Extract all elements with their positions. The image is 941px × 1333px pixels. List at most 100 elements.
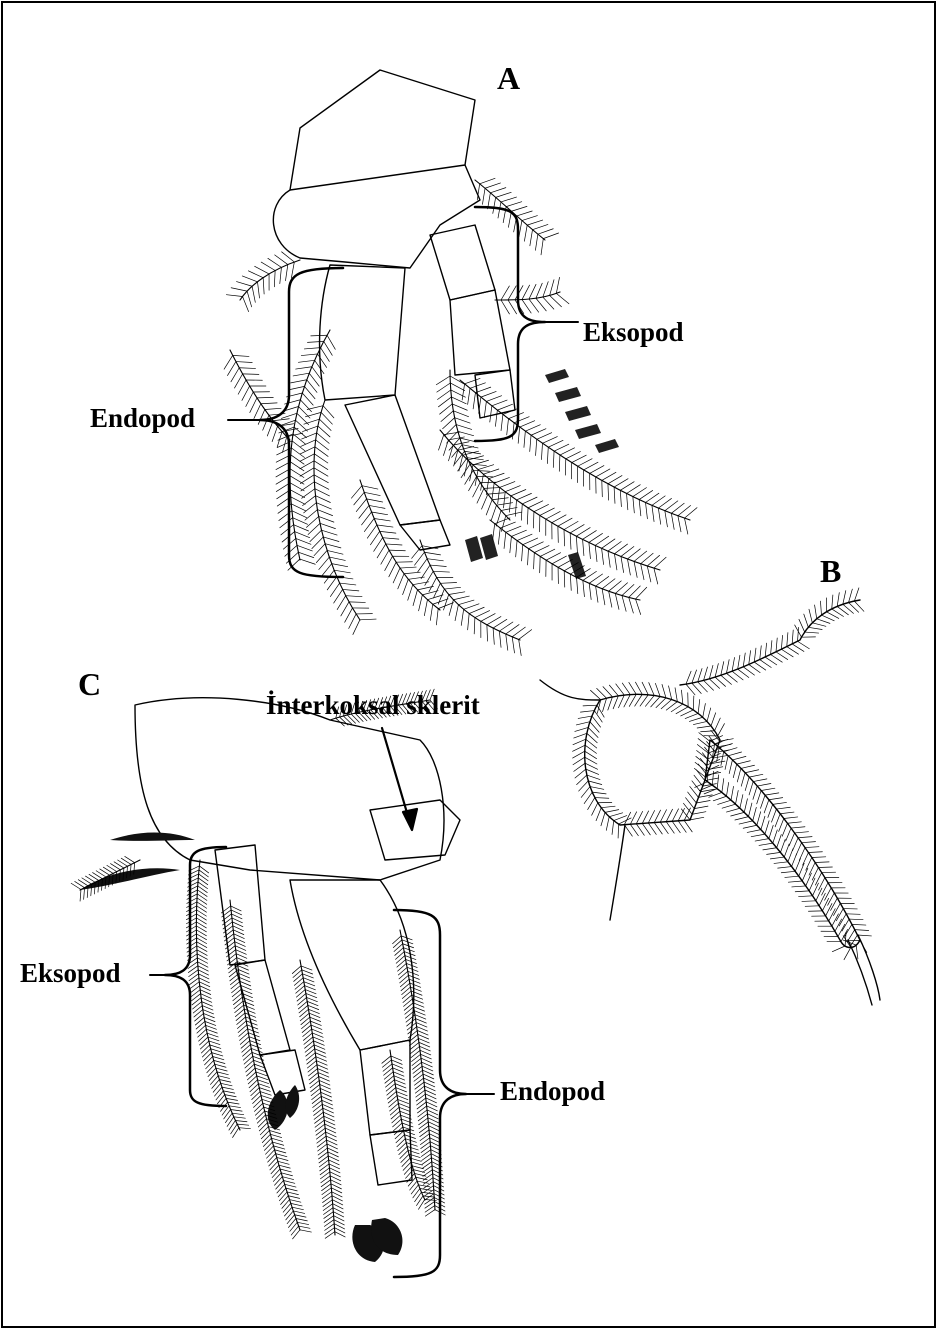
seta-hair [686, 671, 691, 684]
seta-hair [491, 505, 496, 520]
seta-hair [421, 1150, 430, 1157]
seta-hair [260, 1092, 271, 1096]
seta-hair [501, 197, 517, 202]
seta-hair [788, 849, 793, 862]
seta-hair [316, 1057, 327, 1061]
seta-hair [238, 966, 249, 971]
seta-hair [302, 1025, 311, 1032]
seta-hair [341, 602, 349, 616]
seta-hair [812, 623, 826, 626]
seta-hair [325, 1128, 336, 1133]
seta-hair [213, 1057, 224, 1060]
seta-hair [425, 1090, 436, 1095]
label-c-exopod: Eksopod [20, 958, 121, 989]
seta-hair [257, 1076, 268, 1080]
seta-hair [314, 1108, 323, 1115]
seta-hair [722, 779, 724, 793]
seta-hair [489, 473, 504, 478]
seta-hair [436, 609, 438, 625]
seta-hair [422, 1066, 433, 1071]
seta-hair [505, 486, 520, 492]
seta-hair [805, 906, 819, 907]
seta-hair [425, 1206, 435, 1213]
seta-hair [596, 469, 610, 477]
seta-hair [301, 440, 316, 447]
seta-hair [233, 997, 242, 1004]
seta-hair [243, 1001, 254, 1005]
seta-hair [208, 1068, 216, 1077]
seta-hair [421, 1058, 432, 1063]
seta-hair [815, 605, 817, 619]
seta-hair [554, 444, 569, 451]
seta-hair [420, 1050, 431, 1055]
seta-hair [424, 1078, 435, 1083]
seta-hair [444, 432, 460, 435]
seta-hair [836, 909, 843, 921]
seta-hair [778, 867, 792, 869]
seta-hair [520, 421, 535, 427]
seta-hair [490, 406, 492, 422]
seta-hair [291, 262, 294, 278]
seta-hair [747, 830, 761, 833]
seta-hair [414, 1078, 423, 1085]
seta-hair [279, 1165, 290, 1168]
seta-hair [256, 1111, 264, 1119]
seta-hair [512, 637, 514, 653]
seta-hair [295, 982, 304, 990]
seta-hair [779, 819, 784, 832]
seta-hair [676, 707, 688, 714]
seta-hair [208, 1037, 219, 1041]
seta-hair [736, 790, 739, 804]
seta-hair [278, 1161, 289, 1164]
seta-hair [292, 1207, 303, 1210]
seta-hair [398, 574, 404, 589]
seta-hair [692, 670, 697, 683]
seta-hair [799, 863, 804, 876]
seta-hair [760, 795, 765, 808]
seta-hair [418, 1110, 427, 1117]
seta-hair [592, 792, 606, 794]
seta-hair [301, 1017, 310, 1025]
seta-hair [305, 510, 317, 521]
seta-hair [269, 1157, 277, 1165]
seta-hair [743, 825, 757, 828]
seta-hair [343, 589, 359, 590]
seta-hair [212, 1053, 223, 1056]
seta-hair [304, 348, 320, 349]
seta-hair [430, 565, 446, 566]
seta-hair [805, 632, 819, 633]
seta-hair [452, 404, 467, 410]
panel-label-b: B [820, 553, 841, 590]
seta-hair [574, 763, 585, 771]
seta-hair [290, 483, 304, 491]
seta-hair [407, 1019, 416, 1026]
seta-hair [843, 591, 846, 605]
seta-hair [490, 188, 505, 193]
seta-hair [787, 633, 788, 647]
seta-hair [608, 551, 610, 567]
seta-hair [527, 220, 543, 225]
seta-hair [290, 490, 304, 498]
seta-hair [576, 722, 590, 725]
seta-hair [238, 380, 246, 394]
seta-hair [313, 1100, 322, 1107]
seta-hair [808, 852, 822, 853]
seta-hair [411, 1050, 420, 1057]
seta-hair [433, 571, 449, 572]
seta-hair [226, 295, 242, 297]
seta-hair [523, 538, 538, 545]
seta-hair [356, 499, 366, 512]
seta-hair [294, 525, 309, 531]
seta-hair [543, 282, 548, 297]
seta-hair [425, 1202, 435, 1209]
seta-hair [486, 479, 488, 495]
seta-hair [622, 683, 630, 695]
seta-hair [312, 1092, 321, 1099]
seta-hair [206, 1029, 217, 1033]
seta-hair [821, 615, 834, 621]
seta-hair [326, 1132, 337, 1137]
seta-hair [245, 1060, 254, 1068]
seta-hair [196, 1021, 205, 1029]
seta-hair [394, 944, 403, 952]
seta-hair [698, 669, 702, 682]
